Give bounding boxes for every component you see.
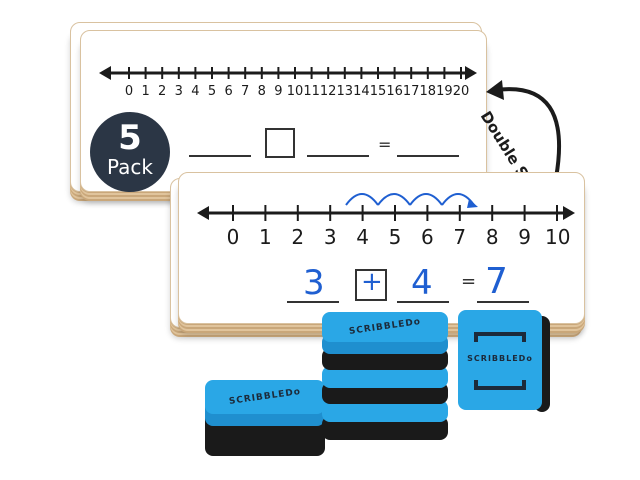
operator-box <box>355 269 387 301</box>
answer-blank <box>307 155 369 157</box>
tick-label: 8 <box>485 225 499 249</box>
tick-label: 14 <box>353 84 370 99</box>
tick-label: 16 <box>386 84 403 99</box>
hop-arc <box>409 193 443 206</box>
tick-label: 4 <box>356 225 369 249</box>
tick-label: 19 <box>436 84 453 99</box>
hop-arc <box>345 193 379 206</box>
pack-badge: 5 Pack <box>90 112 170 192</box>
brand-logo-icon <box>474 332 526 390</box>
eraser: SCRIBBLEDo <box>205 380 325 458</box>
answer-blank <box>189 155 251 157</box>
operator-box <box>265 128 295 158</box>
tick-label: 6 <box>421 225 434 249</box>
handwritten-operator: + <box>361 267 383 297</box>
eraser-upright: SCRIBBLEDo <box>458 310 550 412</box>
tick-label: 13 <box>336 84 354 99</box>
tick-label: 1 <box>141 84 150 99</box>
tick-label: 5 <box>388 225 402 249</box>
answer-blank <box>287 301 339 303</box>
answer-blank <box>477 301 529 303</box>
tick-label: 17 <box>402 84 420 99</box>
tick-label: 12 <box>319 84 337 99</box>
tick-label: 4 <box>191 84 200 99</box>
tick-label: 0 <box>124 84 134 99</box>
tick-label: 15 <box>369 84 387 99</box>
tick-label: 3 <box>323 225 337 249</box>
eraser-stack: SCRIBBLEDo <box>322 312 448 440</box>
equals-sign: = <box>461 271 477 292</box>
tick-label: 2 <box>158 84 167 99</box>
tick-label: 10 <box>286 84 304 99</box>
tick-label: 20 <box>452 84 470 99</box>
tick-label: 9 <box>518 225 531 249</box>
handwritten-number: 4 <box>411 263 433 303</box>
hop-arrowhead <box>467 199 478 208</box>
tick-label: 1 <box>259 225 272 249</box>
pack-number: 5 <box>118 118 142 158</box>
handwritten-result: 7 <box>485 261 508 302</box>
tick-label: 7 <box>241 84 250 99</box>
tick-label: 5 <box>207 84 217 99</box>
eraser-brand: SCRIBBLEDo <box>467 354 533 363</box>
tick-label: 7 <box>453 225 467 249</box>
pack-label: Pack <box>107 155 153 179</box>
tick-label: 6 <box>224 84 233 99</box>
tick-label: 0 <box>226 225 240 249</box>
tick-label: 9 <box>274 84 283 99</box>
tick-label: 3 <box>174 84 183 99</box>
answer-blank <box>397 301 449 303</box>
tick-label: 2 <box>291 225 305 249</box>
number-line-bottom <box>197 193 575 221</box>
number-line-top <box>99 66 477 80</box>
answer-blank <box>397 155 459 157</box>
hop-arc <box>377 193 411 206</box>
tick-label: 8 <box>257 84 266 99</box>
handwritten-number: 3 <box>303 263 325 303</box>
tick-label: 18 <box>419 84 437 99</box>
tick-label: 10 <box>545 225 571 249</box>
equals-sign: = <box>378 135 392 154</box>
tick-label: 11 <box>303 84 320 99</box>
